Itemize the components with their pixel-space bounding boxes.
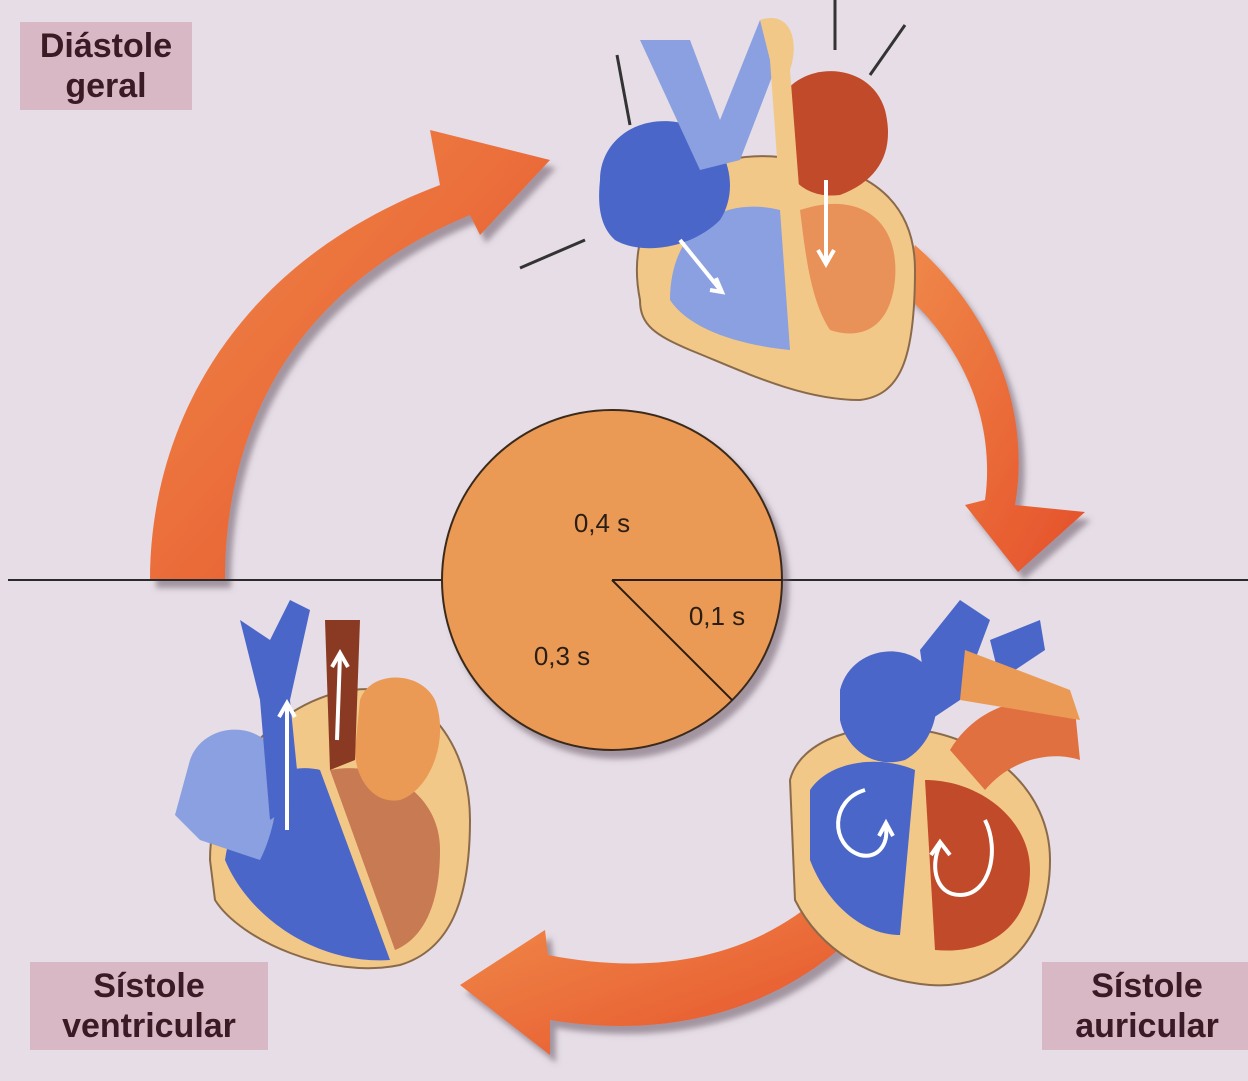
phase-label-auricular-line2: auricular xyxy=(1052,1006,1242,1046)
phase-label-diastole-line2: geral xyxy=(30,66,182,106)
heart-diastole-icon xyxy=(520,0,915,400)
phase-label-ventricular: Sístole ventricular xyxy=(30,962,268,1050)
cycle-arrow-bottom xyxy=(460,905,860,1055)
phase-label-auricular-line1: Sístole xyxy=(1052,966,1242,1006)
heart-auricular-systole-icon xyxy=(790,600,1080,985)
phase-label-ventricular-line2: ventricular xyxy=(40,1006,258,1046)
pie-label-ventricular: 0,3 s xyxy=(534,641,590,671)
pie-label-auricular: 0,1 s xyxy=(689,601,745,631)
phase-label-diastole: Diástole geral xyxy=(20,22,192,110)
cycle-arrow-right xyxy=(900,245,1085,572)
phase-label-diastole-line1: Diástole xyxy=(30,26,182,66)
heart-ventricular-systole-icon xyxy=(175,600,470,968)
phase-label-auricular: Sístole auricular xyxy=(1042,962,1248,1050)
pie-label-diastole: 0,4 s xyxy=(574,508,630,538)
phase-label-ventricular-line1: Sístole xyxy=(40,966,258,1006)
